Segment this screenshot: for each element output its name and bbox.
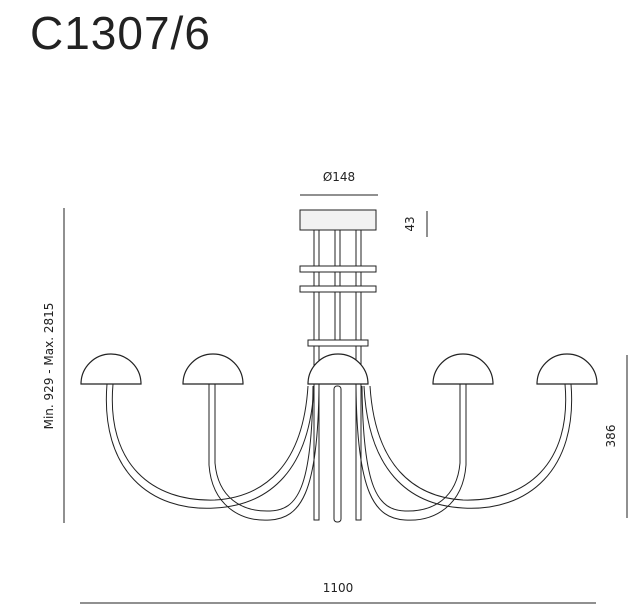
center-stem bbox=[333, 385, 342, 523]
product-code-title: C1307/6 bbox=[30, 7, 211, 59]
shade-4 bbox=[432, 353, 494, 385]
shade-5 bbox=[536, 353, 598, 385]
rod-collars bbox=[299, 265, 377, 347]
canopy-height-label: 43 bbox=[403, 216, 417, 231]
lamp-shades bbox=[80, 353, 598, 385]
shade-2 bbox=[182, 353, 244, 385]
overall-width-label: 1100 bbox=[323, 581, 354, 595]
lamp-arms bbox=[105, 383, 573, 521]
canopy-diameter-label: Ø148 bbox=[323, 170, 355, 184]
ceiling-canopy bbox=[299, 209, 377, 231]
shade-3 bbox=[307, 353, 369, 385]
arm-height-label: 386 bbox=[604, 425, 618, 448]
shade-1 bbox=[80, 353, 142, 385]
overall-height-label: Min. 929 - Max. 2815 bbox=[42, 303, 56, 430]
